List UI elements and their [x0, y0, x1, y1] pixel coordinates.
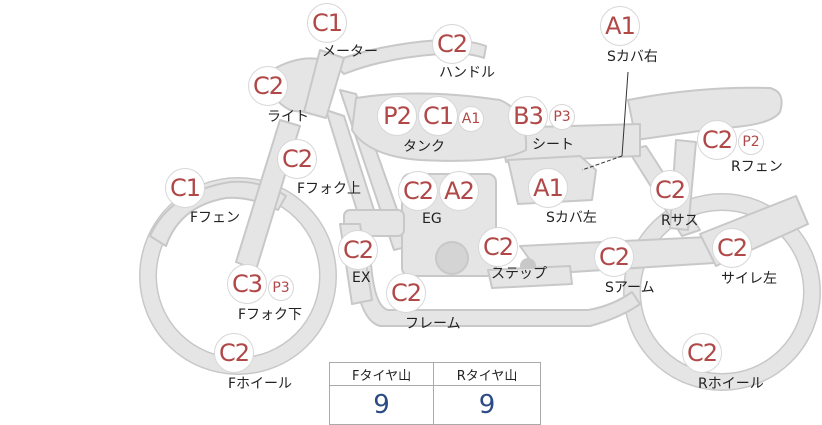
meter-grade: C1 [307, 3, 347, 43]
exhaust-grade: C2 [338, 230, 378, 270]
frame-label: フレーム [405, 316, 461, 332]
engine-grade-2: A2 [439, 171, 479, 211]
rear-suspension-grade: C2 [650, 170, 690, 210]
front-fender-grade: C1 [165, 168, 205, 208]
fork-upper-grade: C2 [277, 139, 317, 179]
front-wheel-grade: C2 [214, 333, 254, 373]
front-tread-header: Fタイヤ山 [328, 362, 435, 386]
fork-lower-grade: C3 [227, 264, 267, 304]
step-label: ステップ [491, 266, 547, 282]
side-cover-right-label: Sカバ右 [607, 49, 658, 65]
exhaust-label: EX [352, 270, 371, 286]
step-grade: C2 [478, 227, 518, 267]
tire-tread-table: Fタイヤ山 Rタイヤ山 9 9 [328, 362, 541, 425]
fork-lower-sub-grade: P3 [268, 275, 294, 301]
seat-grade: B3 [508, 96, 548, 136]
front-tread-value: 9 [328, 385, 435, 425]
rear-wheel-label: Rホイール [698, 376, 764, 392]
rear-fender-grade: C2 [697, 120, 737, 160]
muffler-left-label: サイレ左 [721, 271, 777, 287]
light-label: ライト [267, 109, 309, 125]
rear-tread-header: Rタイヤ山 [433, 362, 541, 386]
seat-label: シート [532, 137, 574, 153]
frame-loop [351, 245, 641, 327]
rear-fender-sub-grade: P2 [738, 129, 764, 155]
step-shape [487, 265, 573, 289]
front-wheel-label: Fホイール [228, 376, 293, 392]
engine-grade-1: C2 [398, 171, 438, 211]
engine-label: EG [422, 211, 442, 227]
seat-sub-grade: P3 [549, 104, 575, 130]
tank-grade-1: P2 [377, 96, 417, 136]
rear-tread-value: 9 [433, 385, 541, 425]
rear-fender-shape [627, 86, 783, 141]
tank-grade-2: C1 [418, 96, 458, 136]
side-cover-right-grade: A1 [600, 6, 640, 46]
frame-grade: C2 [386, 273, 426, 313]
muffler-left-grade: C2 [712, 228, 752, 268]
swing-arm-label: Sアーム [605, 280, 655, 296]
handle-grade: C2 [432, 24, 472, 64]
side-cover-left-label: Sカバ左 [546, 210, 597, 226]
handle-label: ハンドル [439, 65, 495, 81]
side-cover-left-grade: A1 [528, 168, 568, 208]
tank-sub-grade: A1 [458, 106, 484, 132]
rear-fender-label: Rフェン [731, 159, 783, 175]
fork-upper-label: Fフォク上 [297, 181, 362, 197]
rear-suspension-label: Rサス [661, 213, 699, 229]
light-grade: C2 [248, 66, 288, 106]
tank-label: タンク [403, 139, 445, 155]
swing-arm-grade: C2 [594, 237, 634, 277]
meter-label: メーター [322, 44, 378, 60]
rear-wheel-grade: C2 [682, 333, 722, 373]
front-fender-label: Fフェン [190, 210, 241, 226]
fork-lower-label: Fフォク下 [238, 307, 303, 323]
